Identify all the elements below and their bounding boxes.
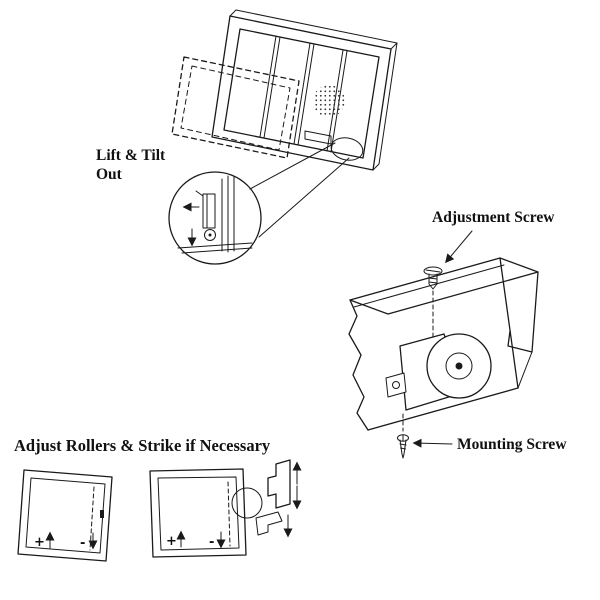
door2-inner-frame	[157, 476, 240, 551]
roller-wheel-axle	[455, 362, 463, 370]
sliding-window-drawing	[171, 9, 398, 238]
bracket-screw-hole	[392, 381, 400, 389]
roller-assembly-drawing	[348, 257, 539, 459]
lift-tilt-label-line2: Out	[96, 166, 123, 183]
door-adjust-right: + -	[149, 468, 263, 558]
bracket-ear	[385, 372, 407, 398]
strike-detail	[255, 459, 302, 538]
adjust-rollers-heading: Adjust Rollers & Strike if Necessary	[14, 436, 271, 455]
rail-right-edge	[499, 257, 519, 389]
door2-plus-mark: +	[166, 534, 177, 549]
inset-circle	[168, 171, 262, 265]
roller-wheel-hub	[445, 352, 473, 380]
adjustment-screw	[423, 266, 443, 290]
door2-outer-frame	[149, 468, 247, 558]
rail-top-face	[349, 257, 539, 315]
mounting-screw-pointer-arrow	[412, 438, 453, 448]
door1-minus-mark: -	[80, 536, 85, 551]
callout-leader-line	[249, 142, 336, 190]
tilted-panel-inner	[180, 65, 291, 151]
adjustment-screw-shaft	[428, 273, 438, 290]
latch-roller-hub	[208, 233, 212, 237]
rail-bottom-edge	[367, 387, 519, 431]
door-adjust-left: + -	[17, 469, 113, 562]
window-mullion	[293, 42, 311, 145]
adjustment-screw-slot	[425, 269, 441, 273]
window-depth-right-edge	[372, 42, 398, 171]
mounting-screw-label: Mounting Screw	[457, 436, 567, 453]
window-mullion	[297, 43, 315, 146]
track-line	[177, 242, 253, 249]
lift-tilt-inset	[168, 171, 262, 265]
track-line	[181, 247, 253, 254]
strike-plate	[267, 459, 291, 509]
window-depth-left-edge	[229, 9, 237, 17]
window-outer-frame	[211, 15, 392, 171]
callout-ellipse	[330, 137, 364, 161]
door2-minus-mark: -	[209, 535, 214, 550]
latch-body	[202, 193, 216, 229]
rail-bottom-return	[517, 351, 533, 389]
rail-cross-section	[507, 271, 539, 353]
sill-latch-block	[304, 130, 332, 145]
rail-flange-edge	[353, 264, 505, 308]
mounting-screw-shaft	[399, 439, 407, 459]
latch-hook	[195, 190, 204, 197]
window-mullion	[263, 36, 281, 139]
screen-mesh-texture	[313, 85, 345, 117]
strike-callout-circle	[231, 487, 263, 519]
door1-inner-frame	[25, 477, 106, 554]
door1-handle	[100, 510, 104, 518]
strike-hook	[255, 511, 283, 536]
door1-outer-frame	[17, 469, 113, 562]
adjustment-screw-pointer-arrow	[445, 230, 473, 264]
rail-broken-edge	[348, 299, 369, 431]
callout-leader-line	[258, 157, 350, 238]
window-inner-frame	[223, 28, 380, 159]
door1-plus-mark: +	[34, 535, 45, 550]
adjustment-screw-label: Adjustment Screw	[432, 209, 555, 226]
mounting-screw	[397, 434, 409, 459]
lift-tilt-label-line1: Lift & Tilt	[96, 147, 166, 164]
door1-strike-line	[89, 486, 95, 551]
window-mullion	[259, 35, 277, 138]
window-depth-top-edge	[235, 9, 398, 50]
door2-strike-line	[227, 481, 231, 547]
